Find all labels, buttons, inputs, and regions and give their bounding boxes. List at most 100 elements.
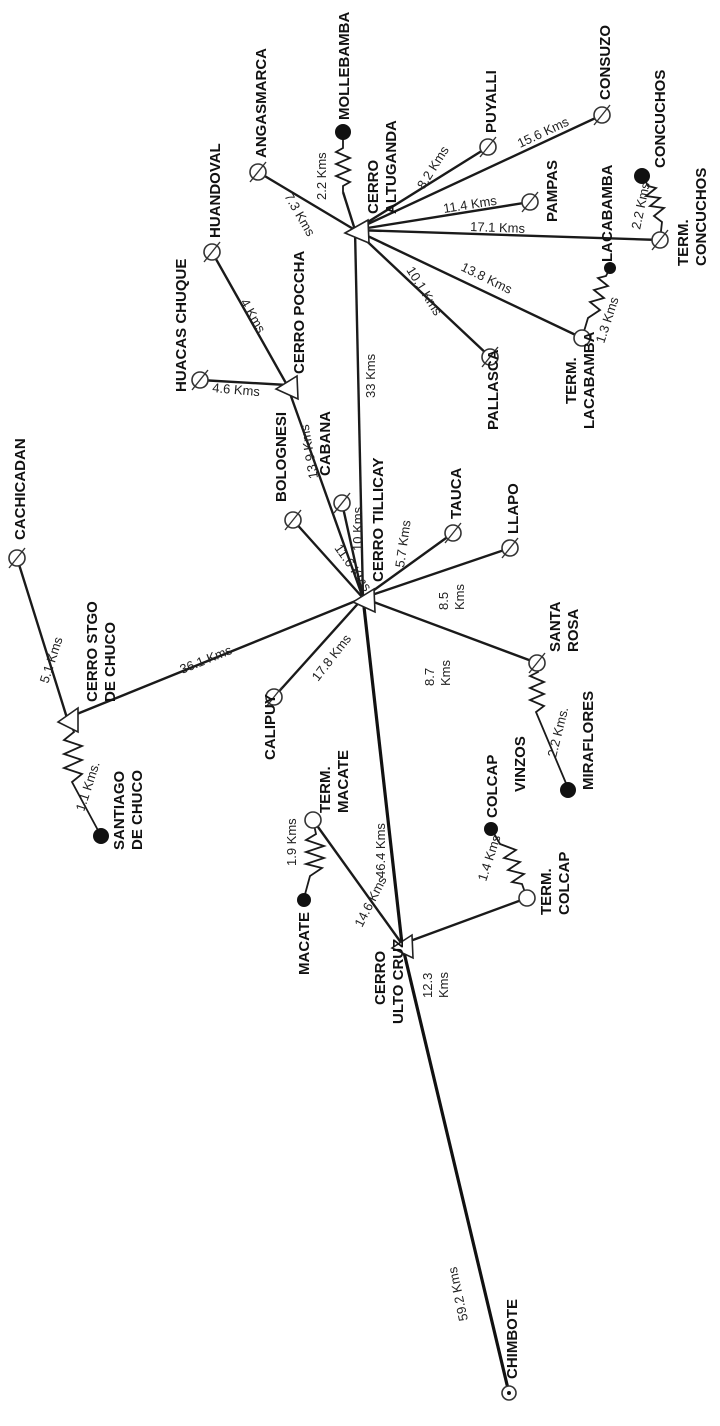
node-huacas-chuque bbox=[191, 369, 209, 391]
dist-pallasca: 10.1 Kms bbox=[403, 264, 445, 319]
label-bolognesi: BOLOGNESI bbox=[273, 412, 290, 502]
zigzag-lacabamba bbox=[581, 267, 611, 339]
zigzag-santiago bbox=[61, 717, 101, 835]
dist-tauca: 5.7 Kms bbox=[392, 519, 414, 569]
label-cerro-altuganda-2: ALTUGANDA bbox=[383, 120, 400, 214]
node-cachicadan bbox=[8, 547, 26, 569]
links bbox=[15, 113, 661, 1394]
dist-huandoval: 4 Kms bbox=[237, 296, 269, 336]
dist-term-colcap-2: Kms bbox=[436, 972, 451, 999]
label-tauca: TAUCA bbox=[448, 467, 465, 519]
zigzag-colcap bbox=[491, 829, 528, 899]
link-altuganda-term-lacabamba bbox=[354, 228, 583, 340]
label-angasmarca: ANGASMARCA bbox=[253, 48, 270, 158]
link-tillicay-stgo bbox=[66, 596, 364, 720]
link-ulto-term-macate bbox=[312, 819, 403, 945]
label-term-macate-1: TERM. bbox=[317, 766, 334, 813]
endpoint-santiago bbox=[93, 828, 109, 844]
endpoint-concuchos bbox=[634, 168, 650, 184]
link-altuganda-pampas bbox=[354, 200, 531, 232]
dist-term-colcap-1: 12.3 bbox=[420, 973, 435, 998]
node-calipuy bbox=[265, 686, 283, 708]
node-chimbote bbox=[501, 1385, 517, 1401]
link-tillicay-santa-rosa bbox=[362, 596, 538, 665]
node-pampas bbox=[521, 191, 539, 213]
dist-miraflores: 2.2 Kms. bbox=[544, 705, 571, 758]
label-chimbote: CHIMBOTE bbox=[504, 1299, 521, 1379]
label-santa-rosa-2: ROSA bbox=[565, 608, 582, 652]
dist-macate: 1.9 Kms bbox=[284, 818, 299, 866]
dist-altuganda-tillicay: 33 Kms bbox=[363, 353, 378, 398]
endpoint-lacabamba bbox=[604, 262, 616, 274]
label-term-colcap-1: TERM. bbox=[538, 868, 555, 915]
dist-puyalli: 8.2 Kms bbox=[414, 143, 452, 192]
label-llapo: LLAPO bbox=[505, 483, 522, 534]
hub-poccha-triangle bbox=[274, 374, 299, 401]
link-altuganda-pallasca bbox=[354, 229, 491, 358]
link-ulto-term-colcap bbox=[401, 896, 528, 946]
label-mollebamba: MOLLEBAMBA bbox=[336, 12, 353, 120]
endpoint-mollebamba bbox=[335, 124, 351, 140]
hubs bbox=[56, 218, 414, 960]
node-huandoval bbox=[203, 241, 221, 263]
label-cerro-altuganda-1: CERRO bbox=[365, 159, 382, 214]
label-santiago-2: DE CHUCO bbox=[129, 770, 146, 850]
label-cerro-stgo-2: DE CHUCO bbox=[102, 622, 119, 702]
label-cabana: CABANA bbox=[317, 411, 334, 476]
dist-stgo-tillicay: 36.1 Kms bbox=[178, 642, 235, 677]
label-cerro-ulto-1: CERRO bbox=[372, 950, 389, 1005]
dist-llapo-1: 8.5 bbox=[436, 592, 451, 610]
zigzag-miraflores bbox=[527, 662, 569, 789]
endpoint-colcap bbox=[484, 822, 498, 836]
link-tillicay-llapo bbox=[362, 546, 511, 600]
label-concuchos: CONCUCHOS bbox=[652, 70, 669, 168]
link-altuganda-mollebamba bbox=[341, 191, 357, 231]
node-term-lacabamba bbox=[573, 329, 591, 347]
label-pallasca: PALLASCA bbox=[485, 349, 502, 430]
hub-tillicay-triangle bbox=[351, 587, 376, 614]
endpoint-miraflores bbox=[560, 782, 576, 798]
label-term-colcap-2: COLCAP bbox=[556, 852, 573, 915]
node-puyalli bbox=[479, 136, 497, 158]
link-altuganda-puyalli bbox=[354, 145, 489, 232]
label-colcap: COLCAP bbox=[484, 755, 501, 818]
label-lacabamba: LACABAMBA bbox=[599, 164, 616, 262]
dist-calipuy: 17.8 Kms bbox=[309, 631, 355, 684]
hub-ulto-triangle bbox=[390, 933, 414, 960]
label-calipuy: CALIPUY bbox=[262, 694, 279, 760]
place-labels: MOLLEBAMBA ANGASMARCA CERRO ALTUGANDA PU… bbox=[12, 12, 710, 1379]
endpoint-macate bbox=[297, 893, 311, 907]
label-macate: MACATE bbox=[296, 912, 313, 975]
label-miraflores: MIRAFLORES bbox=[580, 691, 597, 790]
link-tillicay-tauca bbox=[362, 532, 454, 599]
label-vinzos: VINZOS bbox=[512, 736, 529, 792]
label-huacas-chuque: HUACAS CHUQUE bbox=[173, 259, 190, 392]
zigzag-mollebamba bbox=[333, 138, 353, 192]
link-tillicay-bolognesi bbox=[292, 519, 364, 599]
label-pampas: PAMPAS bbox=[544, 160, 561, 222]
link-poccha-tillicay bbox=[285, 384, 365, 599]
link-altuganda-term-concuchos bbox=[354, 228, 661, 242]
label-term-concuchos-1: TERM. bbox=[675, 219, 692, 266]
link-poccha-huacas-chuque bbox=[199, 378, 288, 387]
label-cachicadan: CACHICADAN bbox=[12, 438, 29, 540]
label-puyalli: PUYALLI bbox=[483, 70, 500, 133]
link-altuganda-angasmarca bbox=[257, 170, 356, 232]
link-poccha-huandoval bbox=[210, 251, 289, 386]
dist-chimbote: 59.2 Kms bbox=[445, 1265, 471, 1322]
label-consuzo: CONSUZO bbox=[597, 25, 614, 100]
link-altuganda-consuzo bbox=[354, 113, 603, 232]
node-term-macate bbox=[304, 811, 322, 829]
label-term-macate-2: MACATE bbox=[335, 750, 352, 813]
label-santa-rosa-1: SANTA bbox=[547, 601, 564, 652]
node-angasmarca bbox=[249, 161, 267, 183]
node-tauca bbox=[444, 522, 462, 544]
hub-stgo-triangle bbox=[56, 706, 79, 734]
dist-term-concuchos: 17.1 Kms bbox=[470, 219, 526, 236]
link-tillicay-cabana bbox=[340, 502, 365, 599]
label-cerro-stgo-1: CERRO STGO bbox=[84, 601, 101, 702]
dist-santa-rosa-2: Kms bbox=[438, 660, 453, 687]
node-pallasca bbox=[481, 346, 499, 368]
link-ulto-chimbote bbox=[400, 943, 511, 1394]
zigzag-links bbox=[61, 138, 667, 899]
